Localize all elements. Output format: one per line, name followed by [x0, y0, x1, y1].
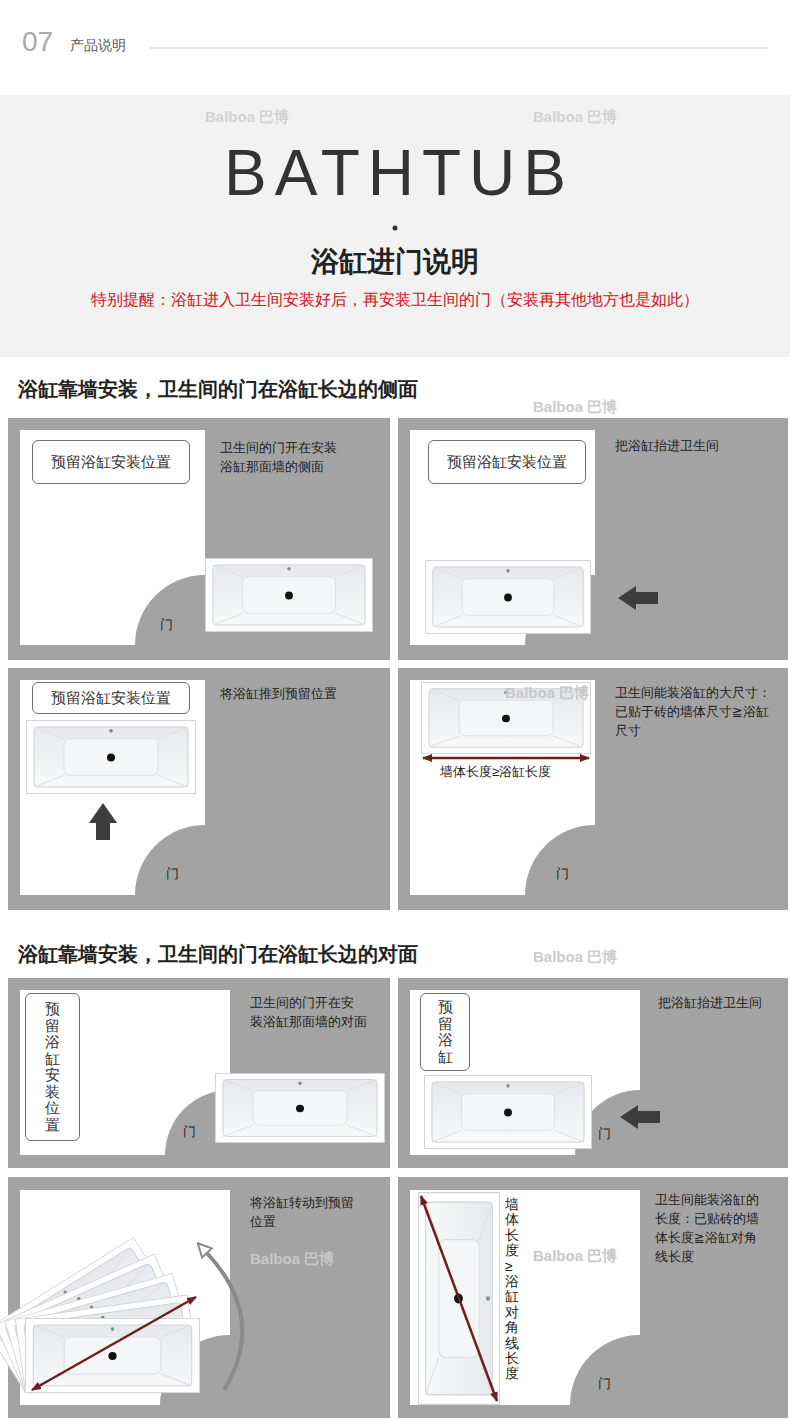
bathtub — [27, 720, 196, 793]
door-swing — [570, 1335, 640, 1405]
room-floor — [20, 990, 230, 1155]
watermark: Balboa 巴博 — [205, 108, 289, 127]
room-panel: 把浴缸抬进卫生间门 预留浴缸 — [398, 978, 788, 1168]
section-heading: 浴缸靠墙安装，卫生间的门在浴缸长边的侧面 — [18, 377, 418, 402]
panel-note: 将浴缸推到预留位置 — [220, 686, 337, 702]
room-floor — [410, 430, 595, 645]
rotate-arrow — [206, 1252, 242, 1390]
panel-note: 把浴缸抬进卫生间 — [615, 438, 719, 454]
panel-note: 卫生间的门开在安 装浴缸那面墙的对面 — [250, 993, 370, 1031]
room-panel: 卫生间的门开在安装 浴缸那面墙的侧面门 预留浴缸安装位置 — [8, 418, 390, 660]
door-label: 门 — [598, 1376, 611, 1392]
room-panel: 卫生间能装浴缸的 长度：已贴砖的墙 体长度≧浴缸对角 线长度 墙体长度≥浴缸对角线… — [398, 1177, 788, 1418]
dimension-arrow — [421, 1196, 497, 1401]
panel-ground — [398, 978, 788, 1168]
bathtub — [216, 1073, 385, 1142]
dimension-arrow — [423, 757, 589, 760]
page-number: 07 — [22, 24, 53, 59]
reserved-position-box: 预留浴缸安装位置 — [25, 993, 80, 1141]
watermark: Balboa 巴博 — [533, 398, 617, 417]
watermark: Balboa 巴博 — [533, 1247, 617, 1266]
room-panel: 卫生间的门开在安 装浴缸那面墙的对面门 预留浴缸安装位置 — [8, 978, 390, 1168]
reserved-position-box: 预留浴缸安装位置 — [32, 440, 190, 484]
watermark: Balboa 巴博 — [250, 1250, 334, 1269]
door-label: 门 — [598, 1126, 611, 1142]
door-swing — [135, 575, 205, 645]
section-heading: 浴缸靠墙安装，卫生间的门在浴缸长边的对面 — [18, 942, 418, 967]
watermark: Balboa 巴博 — [505, 684, 589, 703]
bathtub — [424, 1075, 591, 1148]
panel-note: 卫生间能装浴缸的 长度：已贴砖的墙 体长度≧浴缸对角 线长度 — [655, 1190, 762, 1266]
reserved-position-box: 预留浴缸安装位置 — [428, 440, 586, 484]
dimension-label: 墙体长度≥浴缸对角线长度 — [505, 1197, 519, 1382]
door-label: 门 — [183, 1124, 196, 1140]
door-swing — [525, 825, 595, 895]
room-panel: 把浴缸抬进卫生间预留浴缸安装位置 — [398, 418, 788, 660]
panel-note: 卫生间能装浴缸的大尺寸： 已贴于砖的墙体尺寸≧浴缸 尺寸 — [615, 683, 774, 740]
room-floor — [410, 1190, 640, 1405]
bathtub — [422, 682, 591, 753]
panel-note: 将浴缸转动到预留 位置 — [250, 1193, 357, 1231]
header-rule — [150, 48, 768, 49]
door-label: 门 — [556, 866, 569, 882]
watermark: Balboa 巴博 — [533, 108, 617, 127]
page-section: 产品说明 — [70, 37, 126, 55]
room-floor — [20, 680, 205, 895]
panel-note: 卫生间的门开在安装 浴缸那面墙的侧面 — [220, 438, 340, 476]
door-swings — [135, 575, 640, 1405]
room-panel: 将浴缸推到预留位置门 预留浴缸安装位置 — [8, 668, 390, 910]
room-floor — [410, 680, 595, 895]
dimension-arrow — [32, 1297, 196, 1390]
bathtub — [419, 1193, 500, 1405]
box-label: 预留浴缸安装位置 — [51, 453, 171, 472]
move-arrows — [89, 586, 660, 1129]
panel-ground — [398, 418, 788, 660]
reserved-position-box: 预留浴缸 — [420, 993, 470, 1071]
bathtub — [425, 560, 590, 633]
bathtubs — [0, 558, 592, 1404]
box-label: 预留浴缸安装位置 — [447, 453, 567, 472]
warning-note: 特别提醒：浴缸进入卫生间安装好后，再安装卫生间的门（安装再其他地方也是如此） — [91, 290, 699, 310]
title-band — [0, 95, 790, 357]
box-label: 预留浴缸安装位置 — [45, 1001, 60, 1133]
dimension-arrows — [32, 758, 589, 1401]
panel-note: 把浴缸抬进卫生间 — [658, 995, 762, 1011]
hero-word: BATHTUB — [216, 138, 574, 208]
panel-ground — [398, 1177, 788, 1418]
page-title: 浴缸进门说明 — [311, 244, 479, 279]
panel-ground — [8, 978, 390, 1168]
room-panel: 卫生间能装浴缸的大尺寸： 已贴于砖的墙体尺寸≧浴缸 尺寸墙体长度≥浴缸长度门 — [398, 668, 788, 910]
room-floor — [20, 430, 205, 645]
reserved-position-box: 预留浴缸安装位置 — [32, 682, 190, 714]
dimension-label: 墙体长度≥浴缸长度 — [440, 764, 551, 780]
bathtub-vertical — [419, 1193, 500, 1405]
move-arrow — [89, 803, 117, 840]
bathtub — [205, 558, 372, 631]
panel-ground — [398, 668, 788, 910]
box-label: 预留浴缸安装位置 — [51, 689, 171, 708]
room-panel: 将浴缸转动到预留 位置 — [8, 1177, 390, 1418]
box-label: 预留浴缸 — [438, 999, 453, 1065]
move-arrow — [618, 586, 658, 610]
move-arrow — [620, 1105, 660, 1129]
bathtub — [26, 1319, 200, 1393]
door-swing — [135, 825, 205, 895]
title-dot — [393, 226, 398, 231]
room-floor — [410, 990, 640, 1155]
watermark: Balboa 巴博 — [533, 948, 617, 967]
door-label: 门 — [166, 866, 179, 882]
panel-ground — [8, 418, 390, 660]
door-label: 门 — [160, 617, 173, 633]
panel-ground — [8, 668, 390, 910]
